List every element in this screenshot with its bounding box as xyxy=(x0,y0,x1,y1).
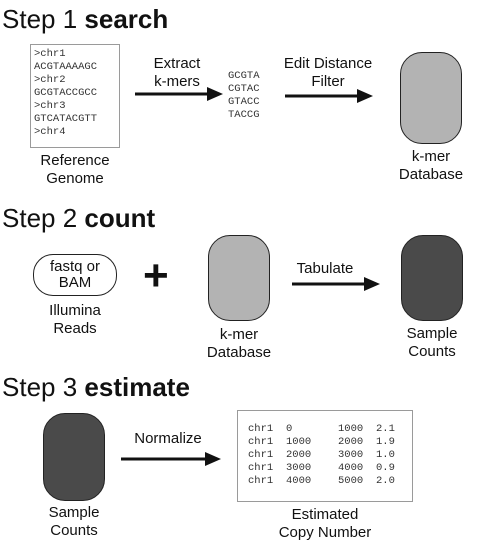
extract-kmers-label: Extract k-mers xyxy=(153,55,201,90)
genome-line: GTCATACGTT xyxy=(34,113,98,125)
kmer-database-caption: k-mer Database xyxy=(206,326,272,361)
kmer-item: GCGTA xyxy=(228,70,260,82)
normalize-arrow xyxy=(121,452,221,466)
estimated-copy-number-caption: Estimated Copy Number xyxy=(278,506,372,541)
genome-line: ACGTAAAAGC xyxy=(34,61,98,73)
step3-keyword: estimate xyxy=(84,372,190,402)
genome-line: >chr1 xyxy=(34,48,66,60)
kmer-database-shape xyxy=(208,235,270,321)
step3-prefix: Step 3 xyxy=(2,372,78,402)
kmer-database-caption: k-mer Database xyxy=(398,148,464,183)
sample-counts-shape xyxy=(401,235,463,321)
illumina-reads-caption: Illumina Reads xyxy=(49,302,101,337)
fastq-bam-pill: fastq or BAM xyxy=(33,254,117,296)
plus-sign: + xyxy=(143,251,169,300)
genome-line: >chr2 xyxy=(34,74,66,86)
sample-counts-caption: Sample Counts xyxy=(48,504,100,539)
step2-title: Step 2 count xyxy=(2,203,155,233)
reference-genome-box: >chr1 ACGTAAAAGC >chr2 GCGTACCGCC >chr3 … xyxy=(30,44,120,148)
step2-keyword: count xyxy=(84,203,156,233)
extract-arrow xyxy=(135,87,223,101)
step2-prefix: Step 2 xyxy=(2,203,78,233)
edit-distance-filter-label: Edit Distance Filter xyxy=(283,55,373,90)
filter-arrow xyxy=(285,89,373,103)
reference-genome-caption: Reference Genome xyxy=(40,152,110,187)
tabulate-arrow xyxy=(292,277,380,291)
kmer-database-shape xyxy=(400,52,462,144)
sample-counts-caption: Sample Counts xyxy=(406,325,458,360)
kmer-item: GTACC xyxy=(228,96,260,108)
step1-keyword: search xyxy=(84,4,169,34)
kmer-item: TACCG xyxy=(228,109,260,121)
kmer-list: GCGTA CGTAC GTACC TACCG xyxy=(228,70,260,122)
sample-counts-shape xyxy=(43,413,105,501)
genome-line: >chr4 xyxy=(34,126,66,138)
normalize-label: Normalize xyxy=(134,430,202,447)
step1-title: Step 1 search xyxy=(2,4,168,34)
genome-line: >chr3 xyxy=(34,100,66,112)
step1-prefix: Step 1 xyxy=(2,4,78,34)
tabulate-label: Tabulate xyxy=(296,260,354,277)
genome-line: GCGTACCGCC xyxy=(34,87,98,99)
step3-title: Step 3 estimate xyxy=(2,372,190,402)
kmer-item: CGTAC xyxy=(228,83,260,95)
